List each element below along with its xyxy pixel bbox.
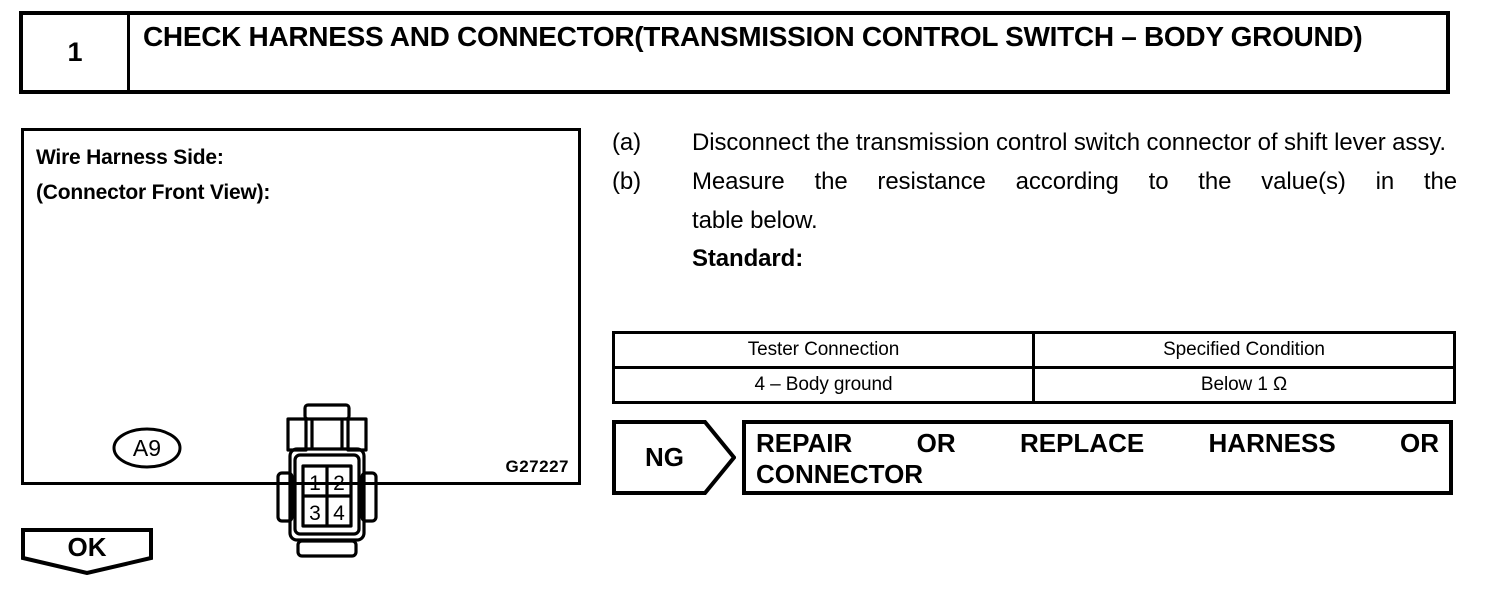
arrow-down-pentagon-icon: [21, 528, 153, 575]
connector-diagram: 1 2 3 4: [276, 403, 380, 561]
figure-panel: Wire Harness Side: (Connector Front View…: [21, 128, 581, 558]
instruction-body-b: Measure the resistance according to the …: [692, 163, 1457, 277]
table-header-specified-condition: Specified Condition: [1032, 331, 1456, 369]
instruction-list: (a) Disconnect the transmission control …: [612, 124, 1457, 277]
connector-pin-3: 3: [309, 502, 321, 525]
figure-code: G27227: [505, 457, 569, 476]
standard-label: Standard:: [692, 244, 804, 272]
step-number-cell: 1: [23, 15, 130, 90]
table-row: 4 – Body ground Below 1 Ω: [612, 366, 1456, 404]
connector-icon: 1 2 3 4: [276, 403, 378, 558]
step-header: 1 CHECK HARNESS AND CONNECTOR(TRANSMISSI…: [19, 11, 1450, 94]
step-title: CHECK HARNESS AND CONNECTOR(TRANSMISSION…: [143, 21, 1363, 52]
instruction-marker-b: (b): [612, 167, 642, 195]
figure-caption-line-1: Wire Harness Side:: [36, 146, 224, 169]
table-header-row: Tester Connection Specified Condition: [612, 331, 1456, 369]
specification-table: Tester Connection Specified Condition 4 …: [612, 331, 1456, 404]
instruction-b-line-2: table below.: [692, 206, 818, 234]
step-title-cell: CHECK HARNESS AND CONNECTOR(TRANSMISSION…: [130, 15, 1446, 90]
connector-label-oval: A9: [111, 425, 183, 471]
connector-pin-1: 1: [309, 472, 321, 495]
instruction-b-line-1: Measure the resistance according to the …: [692, 167, 1457, 195]
instruction-body-a: Disconnect the transmission control swit…: [692, 124, 1457, 163]
connector-pin-2: 2: [333, 472, 345, 495]
connector-pin-4: 4: [333, 502, 345, 525]
ng-label: NG: [645, 442, 684, 472]
ng-action-text: REPAIR OR REPLACE HARNESS OR CONNECTOR: [756, 428, 1439, 490]
instruction-marker-a: (a): [612, 129, 642, 156]
instruction-a-line-1: Disconnect the transmission control swit…: [692, 129, 1278, 156]
ng-action-line-2: CONNECTOR: [756, 459, 924, 490]
arrow-right-pentagon-icon: [612, 420, 736, 495]
ng-action-line-1: REPAIR OR REPLACE HARNESS OR: [756, 428, 1439, 458]
instruction-item-b: (b) Measure the resistance according to …: [612, 163, 1457, 277]
ng-action-box: REPAIR OR REPLACE HARNESS OR CONNECTOR: [742, 420, 1453, 495]
step-number: 1: [67, 37, 83, 67]
oval-icon: A9: [112, 427, 182, 469]
ok-label: OK: [67, 531, 107, 562]
figure-caption-line-2: (Connector Front View):: [36, 180, 271, 204]
figure-caption: Wire Harness Side: (Connector Front View…: [36, 141, 270, 210]
ok-badge: OK: [21, 528, 153, 575]
instruction-item-a: (a) Disconnect the transmission control …: [612, 124, 1457, 163]
ng-arrow-badge: NG: [612, 420, 736, 495]
connector-label-text: A9: [133, 435, 161, 461]
table-cell-tester-connection: 4 – Body ground: [612, 366, 1035, 404]
instruction-a-line-2: shift lever assy.: [1284, 129, 1446, 156]
ng-result-row: NG REPAIR OR REPLACE HARNESS OR CONNECTO…: [612, 420, 1453, 495]
table-header-tester-connection: Tester Connection: [612, 331, 1035, 369]
table-cell-specified-condition: Below 1 Ω: [1032, 366, 1456, 404]
